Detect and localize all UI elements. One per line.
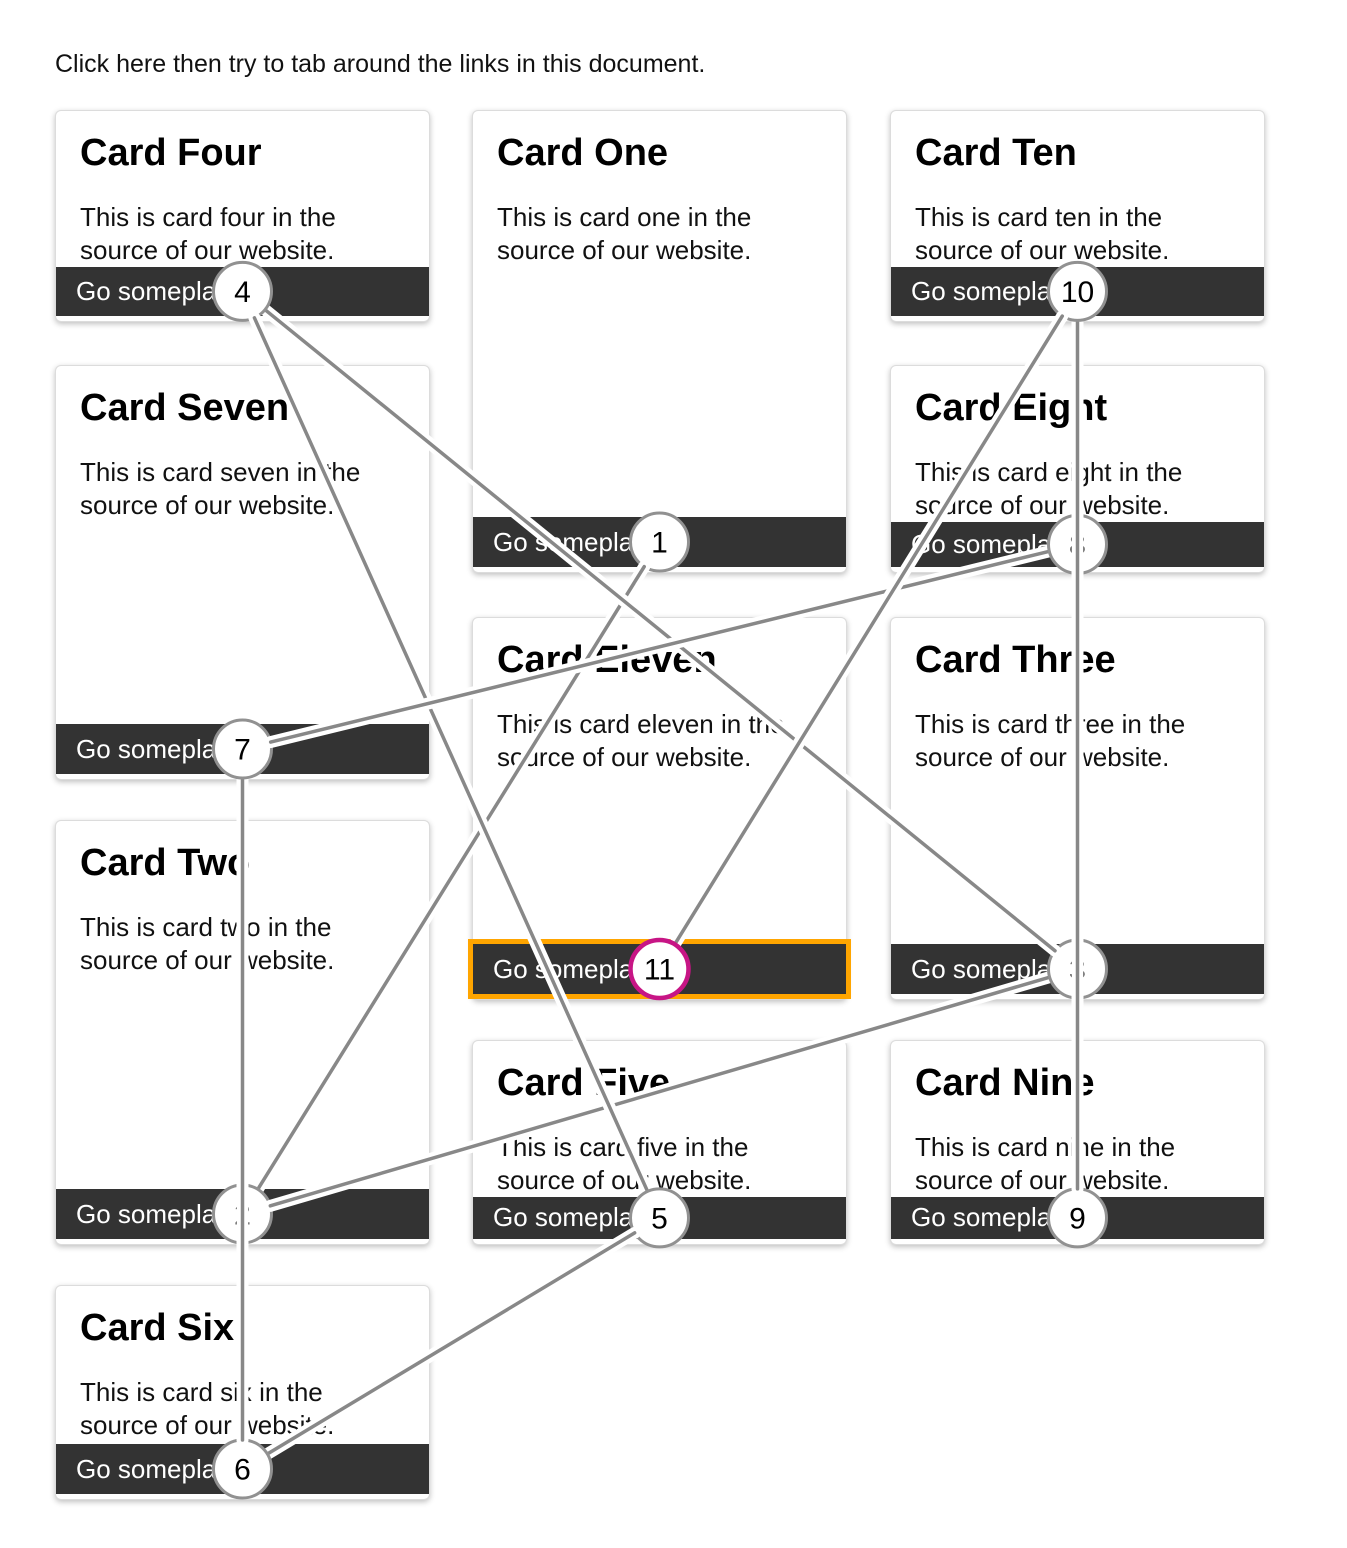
card-eleven: Card Eleven This is card eleven in the s…	[468, 617, 851, 1000]
card-eight-go-someplace-link[interactable]: Go someplace	[891, 521, 1264, 567]
card-three-body: This is card three in the source of our …	[915, 708, 1186, 772]
card-seven-go-someplace-link[interactable]: Go someplace	[56, 724, 429, 774]
card-eight-body: This is card eight in the source of our …	[915, 456, 1183, 520]
card-five: Card Five This is card five in the sourc…	[472, 1040, 847, 1245]
card-two: Card Two This is card two in the source …	[55, 820, 430, 1245]
card-three-title: Card Three	[915, 639, 1116, 681]
card-seven-title: Card Seven	[80, 387, 290, 429]
card-two-title: Card Two	[80, 842, 251, 884]
card-four: Card Four This is card four in the sourc…	[55, 110, 430, 322]
card-ten-body: This is card ten in the source of our we…	[915, 201, 1170, 265]
card-nine-go-someplace-link[interactable]: Go someplace	[891, 1196, 1264, 1239]
card-four-go-someplace-link[interactable]: Go someplace	[56, 266, 429, 316]
card-six-go-someplace-link[interactable]: Go someplace	[56, 1444, 429, 1494]
card-ten: Card Ten This is card ten in the source …	[890, 110, 1265, 322]
card-seven-body: This is card seven in the source of our …	[80, 456, 361, 520]
card-six-body: This is card six in the source of our we…	[80, 1376, 335, 1440]
card-two-body: This is card two in the source of our we…	[80, 911, 335, 975]
card-eleven-title: Card Eleven	[497, 639, 717, 681]
card-three: Card Three This is card three in the sou…	[890, 617, 1265, 1000]
card-eleven-body: This is card eleven in the source of our…	[497, 708, 785, 772]
card-two-go-someplace-link[interactable]: Go someplace	[56, 1189, 429, 1239]
card-eleven-go-someplace-link[interactable]: Go someplace	[468, 939, 851, 999]
card-five-go-someplace-link[interactable]: Go someplace	[473, 1196, 846, 1239]
card-five-title: Card Five	[497, 1062, 671, 1104]
intro-text[interactable]: Click here then try to tab around the li…	[55, 50, 706, 78]
card-five-body: This is card five in the source of our w…	[497, 1131, 752, 1195]
card-six-title: Card Six	[80, 1307, 235, 1349]
card-one: Card One This is card one in the source …	[472, 110, 847, 573]
card-nine-body: This is card nine in the source of our w…	[915, 1131, 1176, 1195]
card-one-body: This is card one in the source of our we…	[497, 201, 752, 265]
card-ten-go-someplace-link[interactable]: Go someplace	[891, 266, 1264, 316]
card-four-body: This is card four in the source of our w…	[80, 201, 336, 265]
card-nine-title: Card Nine	[915, 1062, 1095, 1104]
card-eight-title: Card Eight	[915, 387, 1108, 429]
card-six: Card Six This is card six in the source …	[55, 1285, 430, 1500]
card-nine: Card Nine This is card nine in the sourc…	[890, 1040, 1265, 1245]
card-one-title: Card One	[497, 132, 669, 174]
card-one-go-someplace-link[interactable]: Go someplace	[473, 517, 846, 567]
card-ten-title: Card Ten	[915, 132, 1077, 174]
card-four-title: Card Four	[80, 132, 262, 174]
card-seven: Card Seven This is card seven in the sou…	[55, 365, 430, 780]
card-eight: Card Eight This is card eight in the sou…	[890, 365, 1265, 573]
card-three-go-someplace-link[interactable]: Go someplace	[891, 944, 1264, 994]
